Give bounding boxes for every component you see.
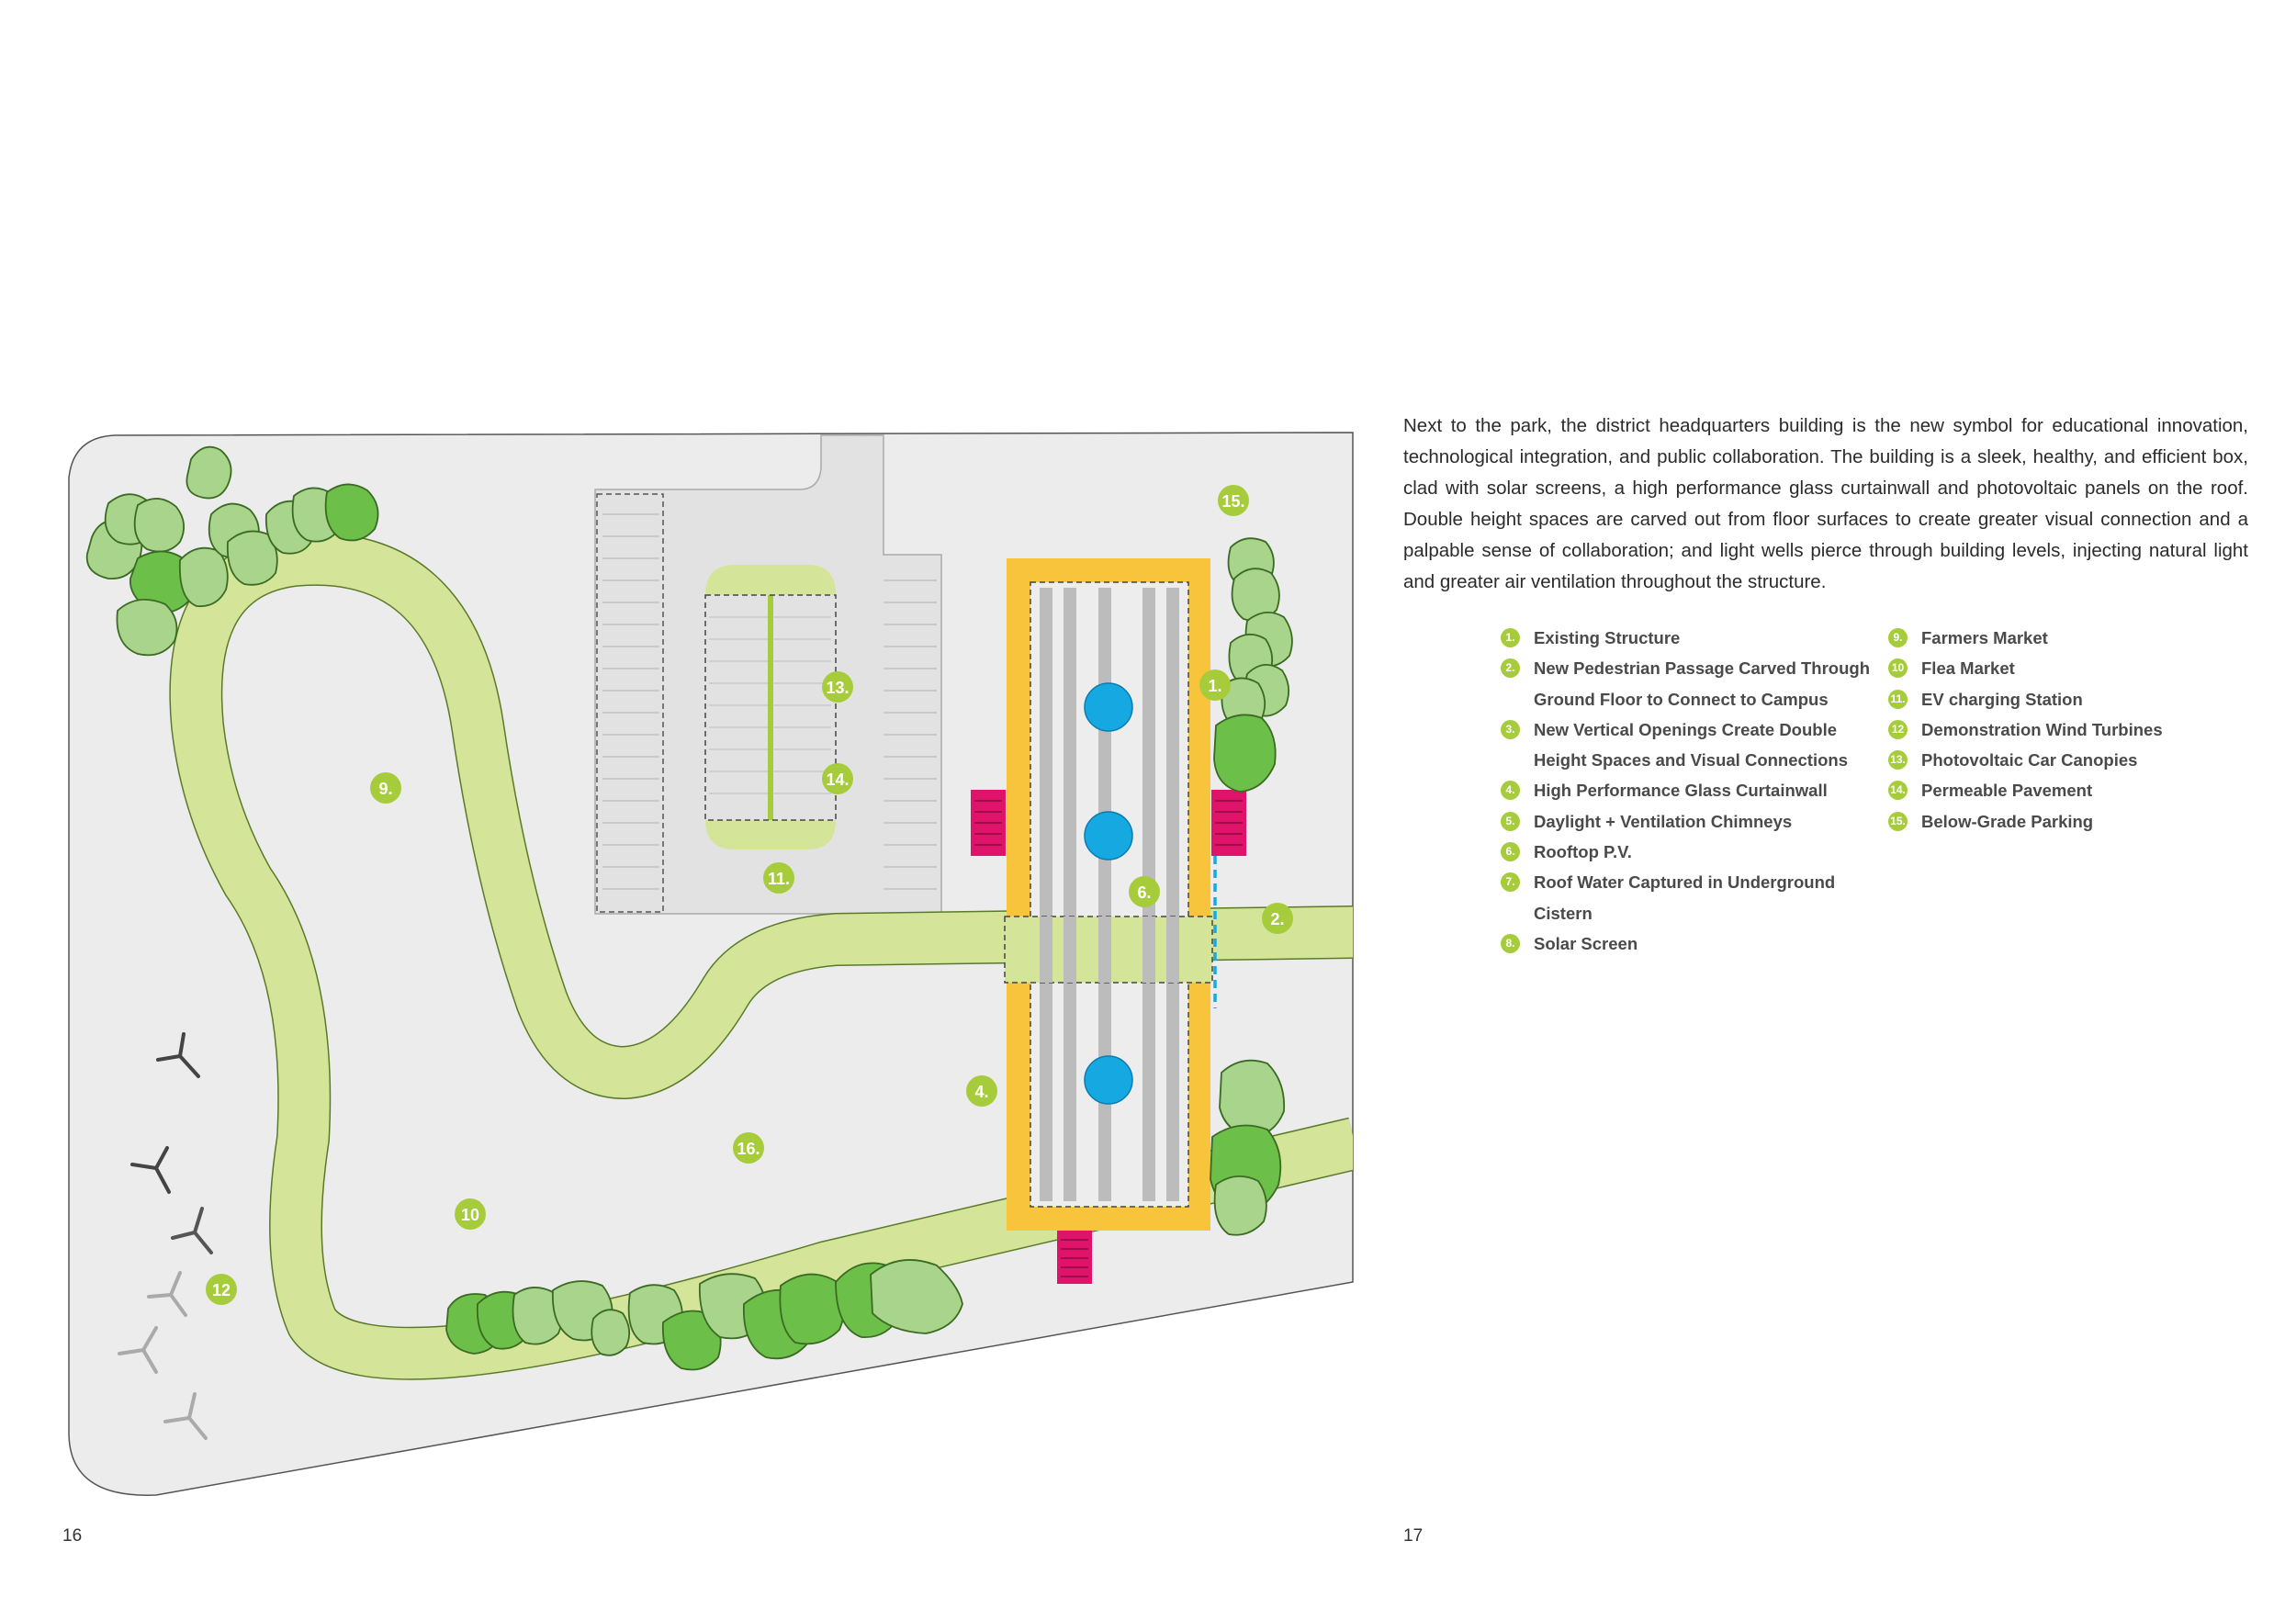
marker-4: 4. [966, 1075, 997, 1107]
legend-number-badge: 6. [1501, 842, 1520, 862]
legend-label: Demonstration Wind Turbines [1921, 719, 2163, 739]
svg-text:4.: 4. [974, 1083, 988, 1101]
legend-label: Rooftop P.V. [1534, 842, 1632, 862]
legend-item: 9. Farmers Market [1888, 623, 2191, 653]
trees-east [1210, 537, 1293, 1236]
legend-left: 1. Existing Structure 2. New Pedestrian Pas… [1501, 623, 1886, 959]
solar-screen-outline [1030, 581, 1189, 1208]
legend-label: Existing Structure [1534, 628, 1681, 647]
marker-12: 12 [206, 1274, 237, 1305]
legend-number-badge: 13. [1888, 750, 1908, 770]
legend-label: Solar Screen [1534, 933, 1638, 953]
svg-text:14.: 14. [826, 770, 849, 789]
island-bottom [705, 820, 836, 849]
legend-label: Flea Market [1921, 658, 2015, 679]
legend-number-badge: 8. [1501, 933, 1520, 953]
legend-label: Daylight + Ventilation Chimneys [1534, 811, 1793, 831]
trees-northwest [85, 445, 379, 657]
legend-label: High Performance Glass Curtainwall [1534, 781, 1828, 801]
legend-label: Farmers Market [1921, 628, 2048, 647]
marker-11: 11. [763, 862, 794, 894]
legend-number-badge: 1. [1501, 628, 1520, 647]
legend-item: 1. Existing Structure [1501, 623, 1886, 653]
legend-item: 14. Permeable Pavement [1888, 775, 2191, 805]
svg-text:11.: 11. [768, 870, 790, 888]
permeable-zone-left [596, 493, 664, 913]
legend-number-badge: 11. [1888, 689, 1908, 709]
legend-number-badge: 12 [1888, 719, 1908, 739]
legend-item: 4. High Performance Glass Curtainwall [1501, 775, 1886, 805]
svg-text:13.: 13. [826, 679, 849, 697]
stair-south [1057, 1231, 1092, 1284]
legend-item: 5. Daylight + Ventilation Chimneys [1501, 806, 1886, 837]
svg-text:16.: 16. [737, 1140, 760, 1158]
pv-strips-through-passage [1040, 917, 1179, 983]
svg-text:1.: 1. [1208, 677, 1221, 695]
svg-text:6.: 6. [1137, 883, 1151, 902]
marker-15: 15. [1218, 485, 1249, 516]
legend-number-badge: 9. [1888, 628, 1908, 647]
legend-number-badge: 4. [1501, 781, 1520, 801]
legend-item: 10 Flea Market [1888, 653, 2191, 683]
ventilation-chimney-2 [1084, 811, 1133, 860]
plan-markers: 15. 1. 13. 14. 9. 11. 6. 2. 4. 16. 10 12 [206, 485, 1293, 1305]
legend-label-continued: Ground Floor to Connect to Campus [1534, 689, 1829, 709]
site-plan: 15. 1. 13. 14. 9. 11. 6. 2. 4. 16. 10 12 [68, 432, 1354, 1496]
page-number-left: 16 [62, 1526, 83, 1546]
svg-text:10: 10 [461, 1206, 479, 1224]
pedestrian-path-loop-fill [170, 534, 1353, 1379]
legend-item: 12 Demonstration Wind Turbines [1888, 714, 2191, 745]
legend-label-continued: Height Spaces and Visual Connections [1534, 750, 1848, 770]
legend-label: New Vertical Openings Create Double [1534, 719, 1838, 739]
marker-16: 16. [733, 1132, 764, 1164]
ventilation-chimney-1 [1084, 682, 1133, 732]
marker-6: 6. [1129, 876, 1160, 907]
legend-item: 15. Below-Grade Parking [1888, 806, 2191, 837]
svg-text:9.: 9. [378, 780, 392, 798]
legend-right: 9. Farmers Market 10 Flea Market 11. EV charg… [1888, 623, 2191, 837]
legend-label-continued: Cistern [1534, 903, 1593, 923]
legend-item: 6. Rooftop P.V. [1501, 837, 1886, 867]
parking-stalls-right [884, 579, 937, 890]
parking-stalls-left [602, 513, 659, 890]
legend-number-badge: 2. [1501, 658, 1520, 679]
marker-10: 10 [455, 1198, 486, 1230]
legend-label: New Pedestrian Passage Carved Through [1534, 658, 1871, 679]
legend-number-badge: 3. [1501, 719, 1520, 739]
wind-turbines [118, 1032, 213, 1440]
pv-canopy-outline [704, 594, 837, 821]
stair-west [971, 790, 1006, 856]
legend-label: Below-Grade Parking [1921, 811, 2094, 831]
legend-number-badge: 7. [1501, 872, 1520, 893]
project-description: Next to the park, the district headquart… [1403, 414, 2248, 592]
stair-east [1211, 790, 1246, 856]
marker-9: 9. [370, 772, 401, 804]
legend-item: 8. Solar Screen [1501, 928, 1886, 959]
svg-text:15.: 15. [1221, 492, 1244, 511]
island-top [705, 565, 836, 595]
marker-13: 13. [822, 671, 853, 703]
legend-number-badge: 14. [1888, 781, 1908, 801]
legend-number-badge: 10 [1888, 658, 1908, 679]
trees-south [445, 1259, 963, 1371]
ventilation-chimney-3 [1084, 1055, 1133, 1105]
legend-label: Roof Water Captured in Underground [1534, 872, 1836, 893]
legend-number-badge: 15. [1888, 811, 1908, 831]
svg-text:2.: 2. [1270, 910, 1284, 928]
legend-label: EV charging Station [1921, 689, 2083, 709]
legend-label: Permeable Pavement [1921, 781, 2093, 801]
legend-label: Photovoltaic Car Canopies [1921, 750, 2138, 770]
legend-item: 11. EV charging Station [1888, 684, 2191, 714]
marker-1: 1. [1199, 669, 1231, 701]
legend-number-badge: 5. [1501, 811, 1520, 831]
legend-item: 13. Photovoltaic Car Canopies [1888, 745, 2191, 775]
marker-2: 2. [1262, 903, 1293, 934]
page-number-right: 17 [1403, 1526, 1424, 1546]
marker-14: 14. [822, 763, 853, 794]
svg-text:12: 12 [212, 1281, 231, 1299]
